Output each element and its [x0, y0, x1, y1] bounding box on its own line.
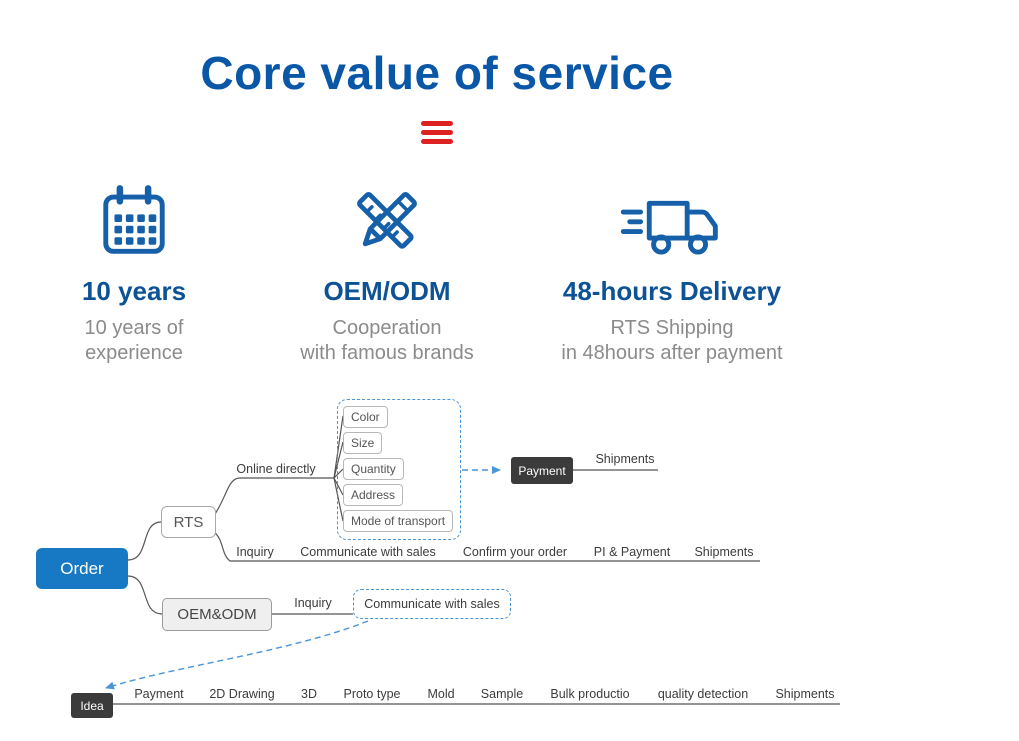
feature-text-line: with famous brands — [300, 342, 474, 365]
menu-bar — [421, 121, 453, 126]
feature-text-line: 10 years of — [84, 317, 184, 339]
feature-delivery: 48-hours Delivery RTS Shipping in 48hour… — [522, 168, 822, 367]
feature-text-line: RTS Shipping — [610, 317, 734, 339]
rts-node: RTS — [161, 506, 216, 538]
pencil-ruler-icon — [348, 168, 426, 260]
option-quantity: Quantity — [343, 458, 404, 480]
option-size: Size — [343, 432, 383, 454]
oem-step-label: Shipments — [775, 687, 835, 701]
order-options-group — [337, 399, 461, 540]
oem-step-label: quality detection — [657, 687, 749, 701]
calendar-icon — [99, 168, 169, 260]
menu-bar — [421, 130, 453, 135]
option-mode-of-transport: Mode of transport — [343, 510, 454, 532]
oem-odm-node: OEM&ODM — [162, 598, 272, 631]
page-title: Core value of service — [200, 47, 674, 99]
feature-heading: OEM/ODM — [323, 276, 451, 306]
oem-step-label: Proto type — [343, 687, 401, 701]
feature-text-line: in 48hours after payment — [561, 342, 783, 365]
rts-step-label: Communicate with sales — [300, 545, 436, 559]
online-directly-label: Online directly — [236, 462, 316, 476]
shipments-label: Shipments — [595, 452, 655, 466]
option-color: Color — [343, 406, 388, 428]
feature-text-line: Cooperation — [332, 317, 442, 339]
feature-heading: 48-hours Delivery — [562, 276, 782, 306]
oem-step-label: 2D Drawing — [209, 687, 275, 701]
feature-oem-odm: OEM/ODM Cooperation with famous brands — [262, 168, 512, 367]
feature-heading: 10 years — [81, 276, 187, 306]
order-node: Order — [36, 548, 128, 589]
option-address: Address — [343, 484, 404, 506]
rts-step-label: Shipments — [694, 545, 754, 559]
rts-step-label: Inquiry — [236, 545, 274, 559]
oem-step-label: 3D — [301, 687, 317, 701]
rts-step-label: PI & Payment — [593, 545, 671, 559]
menu-icon — [421, 121, 453, 148]
oem-step-label: Bulk productio — [550, 687, 630, 701]
communicate-with-sales-box: Communicate with sales — [353, 589, 511, 619]
idea-node: Idea — [71, 693, 113, 718]
oem-step-label: Mold — [427, 687, 455, 701]
menu-bar — [421, 139, 453, 144]
rts-step-label: Confirm your order — [462, 545, 568, 559]
feature-experience: 10 years 10 years of experience — [34, 168, 234, 367]
oem-step-label: Sample — [480, 687, 524, 701]
oem-inquiry-label: Inquiry — [294, 596, 332, 610]
feature-text-line: experience — [85, 342, 183, 365]
delivery-truck-icon — [620, 168, 724, 260]
oem-step-label: Payment — [134, 687, 184, 701]
payment-node: Payment — [511, 457, 573, 484]
